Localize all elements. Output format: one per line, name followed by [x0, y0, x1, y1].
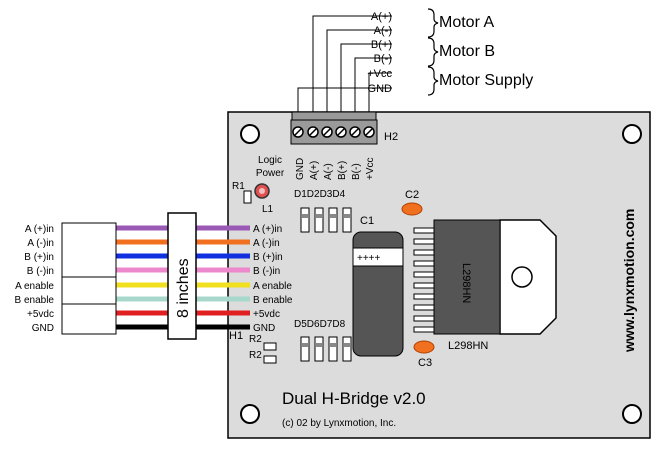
c3-label: C3	[418, 357, 432, 369]
label-vcc: +Vcc	[367, 68, 392, 80]
cable-sleeve	[167, 212, 197, 340]
h1-label: H1	[229, 330, 243, 342]
terminal-block-h2	[290, 111, 378, 145]
left-connectors	[61, 222, 117, 335]
diodes-top	[300, 207, 352, 233]
resistor-r1	[243, 190, 252, 204]
capacitor-c2	[401, 202, 423, 216]
led-highlight	[259, 188, 265, 194]
pin-b-minus: B(-)	[351, 163, 362, 180]
mount-hole-top-right	[622, 124, 642, 144]
r2a-label: R2	[249, 334, 262, 345]
motor-wires	[297, 15, 392, 120]
diodes-top-bands	[302, 214, 350, 218]
left-wire-label: B (-)in	[27, 266, 54, 277]
left-wire-labels: A (+)in A (-)in B (+)in B (-)in A enable B en…	[15, 224, 55, 334]
l1-label: L1	[262, 204, 274, 215]
chip-l298hn: L298HN	[413, 219, 557, 335]
pin-gnd: GND	[295, 158, 306, 180]
label-b-plus: B(+)	[371, 39, 392, 51]
board-title: Dual H-Bridge v2.0	[282, 389, 426, 408]
right-wire-labels: A (+)in A (-)in B (+)in B (-)in A enable B en…	[253, 224, 293, 334]
power-label: Power	[256, 168, 285, 179]
label-b-minus: B(-)	[374, 53, 392, 65]
left-wire-label: GND	[32, 323, 54, 334]
motor-supply-label: Motor Supply	[439, 72, 533, 89]
right-wire-label: A enable	[253, 281, 292, 292]
chip-top-label: L298HN	[460, 263, 472, 303]
right-wire-label: +5vdc	[253, 309, 280, 320]
r2b-label: R2	[249, 350, 262, 361]
label-gnd: GND	[368, 83, 393, 95]
left-wire-label: B enable	[15, 295, 55, 306]
label-a-minus: A(-)	[374, 25, 392, 37]
left-wire-label: A (+)in	[25, 224, 54, 235]
right-wire-label: B (-)in	[253, 266, 280, 277]
resistor-r2b	[263, 355, 277, 364]
logic-label: Logic	[258, 155, 282, 166]
terminal-pin-labels: GND A(+) A(-) B(+) B(-) +Vcc	[295, 157, 376, 180]
braces	[427, 8, 439, 96]
right-wire-label: GND	[253, 323, 275, 334]
pin-b-plus: B(+)	[337, 161, 348, 180]
resistor-r2a	[263, 342, 277, 351]
board-copyright: (c) 02 by Lynxmotion, Inc.	[282, 418, 396, 429]
cap-polarity: ++++	[357, 253, 381, 264]
right-wire-label: B (+)in	[253, 252, 283, 263]
left-wire-label: A (-)in	[27, 238, 54, 249]
pin-a-minus: A(-)	[323, 163, 334, 180]
capacitor-c1: ++++	[352, 231, 404, 357]
right-wire-label: A (+)in	[253, 224, 282, 235]
mount-hole-bottom-left	[240, 404, 260, 424]
left-wire-label: A enable	[15, 281, 54, 292]
left-wire-label: B (+)in	[24, 252, 54, 263]
diodes-bottom-bands	[302, 343, 350, 347]
label-a-plus: A(+)	[371, 11, 392, 23]
h2-label: H2	[384, 131, 398, 143]
diodes-bottom-label: D5D6D7D8	[294, 319, 346, 330]
left-wire-label: +5vdc	[27, 309, 54, 320]
motor-a-label: Motor A	[439, 14, 494, 31]
pin-vcc: +Vcc	[365, 157, 376, 180]
diodes-top-label: D1D2D3D4	[294, 189, 346, 200]
c2-label: C2	[405, 189, 419, 201]
brand-url: www.lynxmotion.com	[621, 209, 637, 353]
r1-label: R1	[232, 181, 245, 192]
diodes-bottom	[300, 336, 352, 362]
cable-length-label: 8 inches	[175, 258, 192, 318]
pin-a-plus: A(+)	[309, 161, 320, 180]
right-wire-label: A (-)in	[253, 238, 280, 249]
mount-hole-top-left	[240, 124, 260, 144]
right-wire-label: B enable	[253, 295, 293, 306]
capacitor-c3	[413, 340, 435, 354]
mount-hole-bottom-right	[622, 404, 642, 424]
motor-b-label: Motor B	[439, 43, 495, 60]
chip-label: L298HN	[448, 340, 488, 352]
c1-label: C1	[360, 215, 374, 227]
